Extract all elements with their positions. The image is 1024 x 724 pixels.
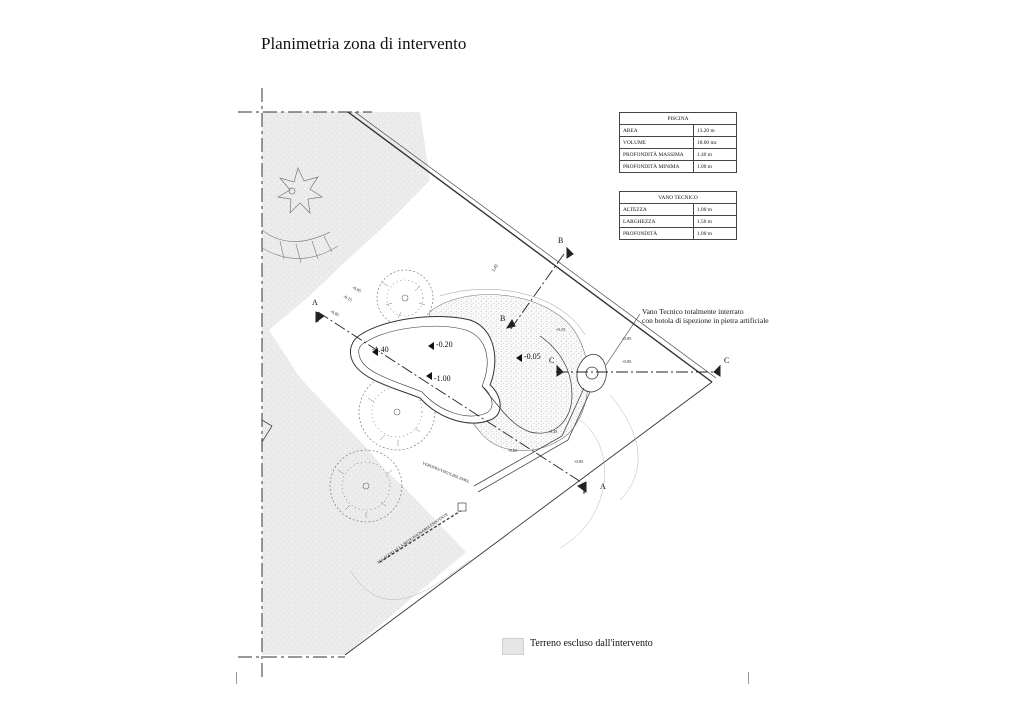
tech-table-header: VANO TECNICO [619, 191, 737, 204]
crop-mark [236, 672, 237, 684]
gate-bracket [261, 419, 273, 443]
level-small-7: -0.35 [548, 429, 558, 434]
level-deep: -1.40 [372, 345, 389, 354]
level-small-6: -0.05 [622, 359, 632, 364]
level-shallow: -1.00 [434, 374, 451, 383]
section-label-b2: B [500, 314, 505, 323]
connection-pipe [379, 502, 467, 563]
flower-plant [276, 166, 323, 214]
legend-label: Terreno escluso dall'intervento [530, 638, 653, 649]
site-boundary [238, 88, 717, 680]
swimming-pool [349, 316, 573, 434]
paved-path [473, 387, 591, 493]
level-small-5: -0.05 [622, 336, 632, 341]
crop-mark [748, 672, 749, 684]
excluded-terrain-area [262, 112, 466, 655]
level-step: -0.20 [436, 340, 453, 349]
page-title: Planimetria zona di intervento [261, 34, 467, 53]
dimension-label: 3.45 [491, 263, 500, 273]
section-label-c1: C [549, 356, 554, 365]
level-small-9: -0.05 [508, 448, 518, 453]
section-label-c2: C [724, 356, 729, 365]
pool-table-header: PISCINA [619, 112, 737, 125]
level-small-1: -0.05 [352, 285, 363, 294]
tech-room-note: Vano Tecnico totalmente interrato con bo… [642, 307, 769, 325]
level-small-3: -0.05 [330, 309, 341, 318]
note-line: Vano Tecnico totalmente interrato [642, 307, 744, 316]
section-label-a2: A [600, 482, 606, 491]
section-arrows [315, 246, 721, 494]
level-markers [372, 342, 522, 380]
tree-cluster [329, 269, 436, 523]
legend-swatch [502, 638, 524, 655]
technical-room [576, 354, 607, 393]
level-small-4: -0.15 [556, 327, 566, 332]
curved-steps [261, 229, 339, 264]
section-label-b1: B [558, 236, 563, 245]
level-deck: -0.05 [524, 352, 541, 361]
deck-outline [439, 288, 586, 336]
contour-lines [349, 394, 639, 600]
level-small-8: -0.05 [574, 459, 584, 464]
note-line: con botola di ispezione in pietra artifi… [642, 316, 769, 325]
level-small-2: -0.15 [343, 294, 354, 303]
note-leader-line [605, 313, 641, 366]
section-label-a1: A [312, 298, 318, 307]
section-lines [317, 253, 720, 485]
